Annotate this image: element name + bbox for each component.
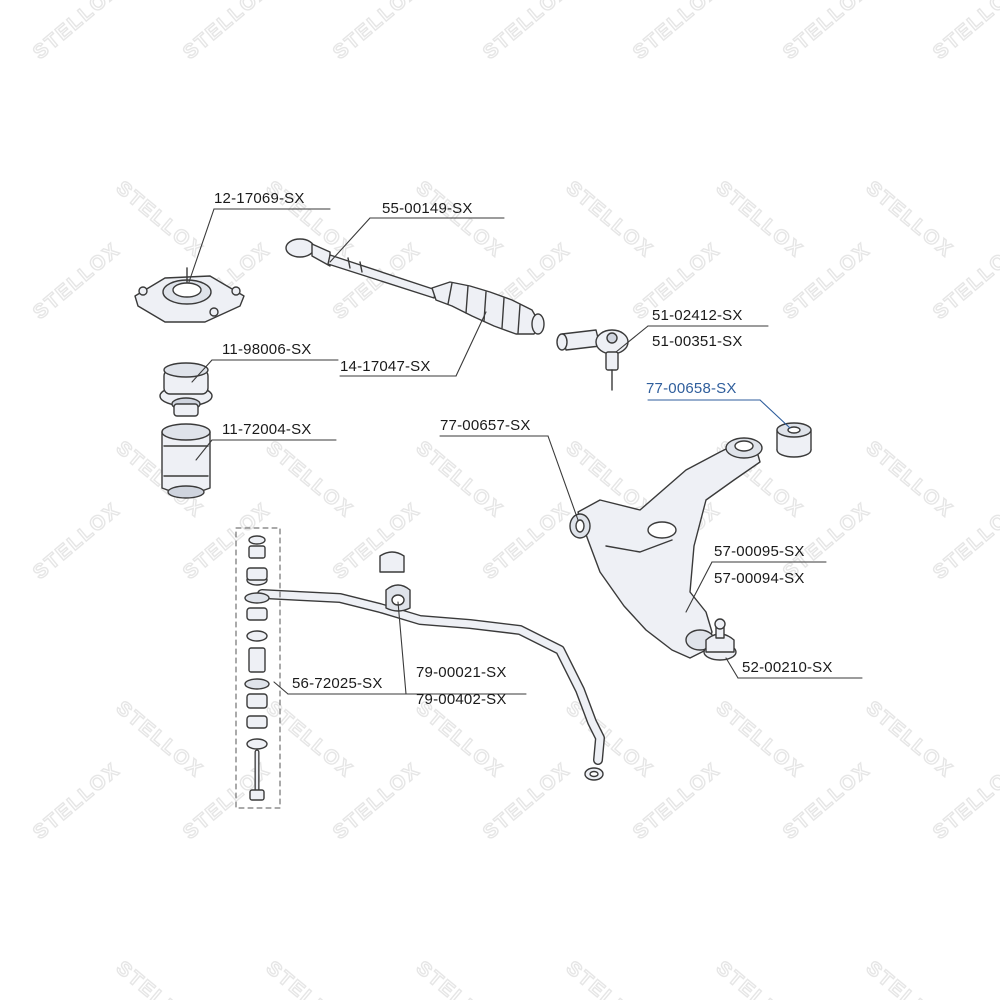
- label-79-00402[interactable]: 79-00402-SX: [416, 691, 507, 708]
- label-79-00021[interactable]: 79-00021-SX: [416, 664, 507, 681]
- label-51-00351[interactable]: 51-00351-SX: [652, 333, 743, 350]
- lower-control-arm-part: [569, 437, 763, 659]
- label-77-00657[interactable]: 77-00657-SX: [440, 417, 531, 434]
- leader-lines: [188, 208, 863, 695]
- stabilizer-link-kit: [235, 527, 281, 809]
- label-11-98006[interactable]: 11-98006-SX: [222, 341, 312, 358]
- tie-rod-part: [285, 238, 437, 299]
- bump-stop-part: [159, 362, 213, 417]
- rear-bushing-part: [776, 422, 812, 458]
- label-12-17069[interactable]: 12-17069-SX: [214, 190, 305, 207]
- stabilizer-bar-part: [257, 589, 605, 781]
- dust-cover-part: [161, 423, 211, 499]
- strut-top-mount-part: [134, 267, 245, 323]
- label-11-72004[interactable]: 11-72004-SX: [222, 421, 312, 438]
- label-57-00094[interactable]: 57-00094-SX: [714, 570, 805, 587]
- label-52-00210[interactable]: 52-00210-SX: [742, 659, 833, 676]
- label-55-00149[interactable]: 55-00149-SX: [382, 200, 473, 217]
- label-56-72025[interactable]: 56-72025-SX: [292, 675, 383, 692]
- ball-joint-part: [703, 618, 737, 661]
- label-51-02412[interactable]: 51-02412-SX: [652, 307, 743, 324]
- label-57-00095[interactable]: 57-00095-SX: [714, 543, 805, 560]
- rack-boot-part: [431, 281, 545, 335]
- tie-rod-end-part: [556, 329, 629, 391]
- label-77-00658[interactable]: 77-00658-SX: [646, 380, 737, 397]
- label-14-17047[interactable]: 14-17047-SX: [340, 358, 431, 375]
- stabilizer-bushing-part: [379, 551, 411, 612]
